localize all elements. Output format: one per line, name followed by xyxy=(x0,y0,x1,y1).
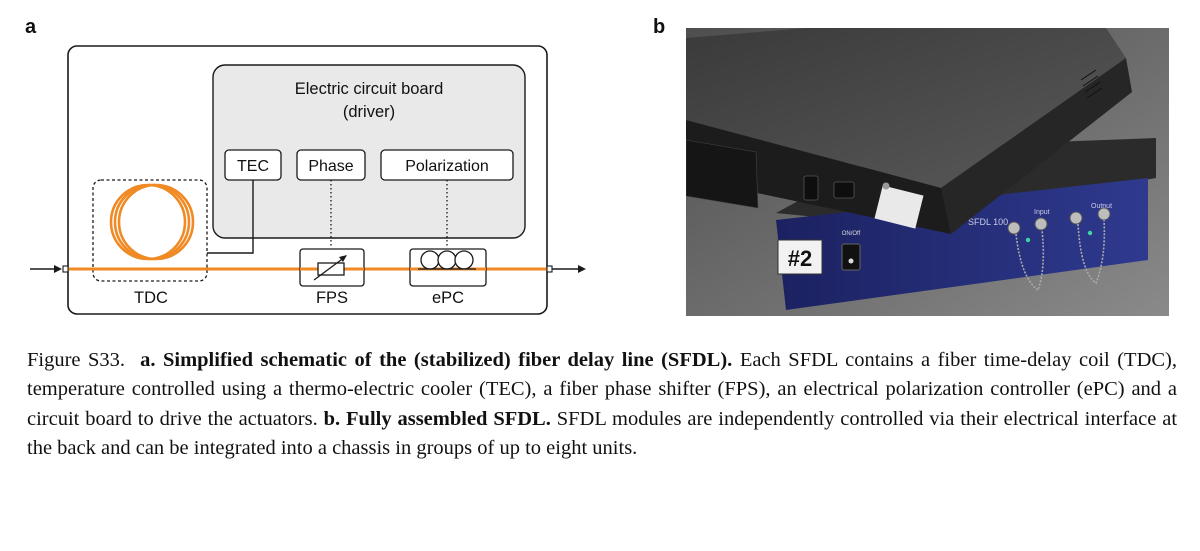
upper-unit-side xyxy=(941,58,1132,234)
output-connector xyxy=(546,265,553,273)
sfdl-enclosure xyxy=(67,45,548,315)
sfdl-schematic: Electric circuit board (driver) TEC Phas… xyxy=(30,45,586,315)
status-leds xyxy=(1025,230,1093,243)
input-port-label: Input xyxy=(1034,209,1050,216)
polarization-label: Polarization xyxy=(405,158,489,175)
device-badge xyxy=(777,239,823,275)
epc-loops xyxy=(420,250,474,270)
rear-info-table xyxy=(686,139,759,209)
figure-caption: Figure S33. a. Simplified schematic of t… xyxy=(27,346,1177,464)
caption-b-marker: b. xyxy=(323,407,341,430)
fiber-coil xyxy=(109,183,195,261)
panel-label-b: b xyxy=(653,16,666,38)
dust-cap-chains xyxy=(1015,219,1106,292)
tdc-label: TDC xyxy=(134,289,168,307)
switch-label: ON/Off xyxy=(842,231,861,237)
rear-screw xyxy=(882,182,890,190)
board-title-line2: (driver) xyxy=(343,103,395,121)
phase-label: Phase xyxy=(308,158,353,175)
caption-b-title: Fully assembled SFDL. xyxy=(346,407,551,430)
tec-label: TEC xyxy=(237,158,269,175)
tec-wire xyxy=(207,180,254,254)
fiber-connectors xyxy=(1007,207,1111,235)
rear-ports xyxy=(803,175,855,201)
output-arrow-head-icon xyxy=(578,265,586,273)
panel-label-a: a xyxy=(25,16,37,38)
switch-dot xyxy=(848,258,854,264)
variable-arrow-icon xyxy=(313,256,346,281)
caption-a-marker: a. xyxy=(140,349,156,371)
input-arrow-head-icon xyxy=(54,265,62,273)
device-badge-text: #2 xyxy=(788,246,812,271)
figure-label: Figure S33. xyxy=(27,349,126,371)
output-port-label: Output xyxy=(1091,203,1112,210)
input-connector xyxy=(62,265,69,273)
variable-arrow-head-icon xyxy=(339,255,347,262)
rear-vent-slots xyxy=(1080,69,1103,99)
board-title-line1: Electric circuit board xyxy=(295,80,444,98)
caption-b-text: SFDL modules are independently controlle… xyxy=(27,407,1178,460)
model-text: SFDL 100 xyxy=(968,217,1008,227)
rear-label-sticker xyxy=(874,185,924,229)
fps-label: FPS xyxy=(316,289,348,307)
power-switch xyxy=(841,243,861,271)
fps-element xyxy=(317,262,345,276)
upper-unit-top xyxy=(686,28,1126,188)
sfdl-photo: #2 ON/Off SFDL 100 Input Output xyxy=(686,28,1169,316)
epc-label: ePC xyxy=(432,289,464,307)
caption-a-title: Simplified schematic of the (stabilized)… xyxy=(162,349,733,371)
circuit-board xyxy=(212,64,526,239)
caption-a-text: Each SFDL contains a fiber time-delay co… xyxy=(27,349,1178,430)
tdc-dashed-box xyxy=(92,179,208,282)
